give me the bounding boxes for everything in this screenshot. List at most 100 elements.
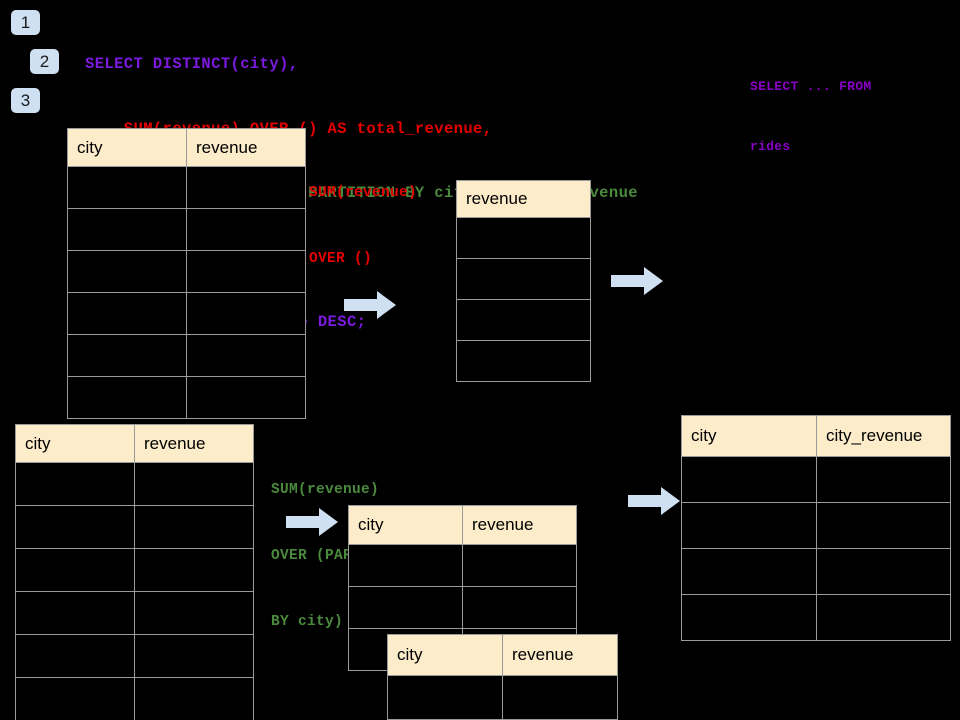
table-cell — [67, 166, 187, 209]
table-cell — [462, 586, 577, 629]
column-header-city: city — [348, 505, 463, 545]
table-row — [456, 299, 591, 341]
annotation-sum-over-empty: SUM(revenue) OVER () — [309, 138, 417, 314]
column-header-city-revenue: city_revenue — [816, 415, 951, 457]
table-cell — [134, 462, 254, 506]
table-cell — [67, 376, 187, 419]
table-row — [67, 292, 306, 335]
annotation-sum-over-empty-line-1: SUM(revenue) — [309, 185, 418, 201]
annotation-sum-over-partition-line-1: SUM(revenue) — [271, 482, 380, 498]
table-cell — [462, 544, 577, 587]
annotation-select-from: SELECT ... FROM rides — [750, 37, 872, 197]
step-badge-1: 1 — [11, 10, 40, 35]
table-body — [67, 166, 306, 419]
column-header-revenue: revenue — [456, 180, 591, 218]
column-header-city: city — [387, 634, 503, 676]
table-cell — [15, 591, 135, 635]
table-row — [681, 502, 951, 549]
table-cell — [816, 456, 951, 503]
column-header-revenue: revenue — [186, 128, 306, 167]
step-badge-2: 2 — [30, 49, 59, 74]
table-total-revenue: revenue — [456, 180, 591, 382]
table-cell — [456, 217, 591, 259]
table-cell — [816, 548, 951, 595]
table-cell — [15, 548, 135, 592]
table-cell — [186, 292, 306, 335]
table-cell — [186, 166, 306, 209]
table-final-result: city city_revenue — [681, 415, 951, 641]
table-row — [15, 677, 254, 720]
table-row — [681, 548, 951, 595]
arrow-partition-source-to-groups-icon — [286, 508, 338, 536]
column-header-city: city — [67, 128, 187, 167]
table-row — [67, 376, 306, 419]
table-cell — [15, 505, 135, 549]
table-cell — [186, 334, 306, 377]
table-header-row: city revenue — [348, 505, 577, 545]
annotation-sum-over-empty-line-2: OVER () — [309, 251, 373, 267]
table-cell — [67, 250, 187, 293]
table-cell — [134, 505, 254, 549]
column-header-revenue: revenue — [462, 505, 577, 545]
sql-line-1: SELECT DISTINCT(city), — [85, 55, 299, 73]
table-row — [15, 591, 254, 635]
table-cell — [67, 334, 187, 377]
table-cell — [348, 586, 463, 629]
table-row — [681, 594, 951, 641]
table-row — [348, 544, 577, 587]
table-rides-source: city revenue — [67, 128, 306, 419]
table-row — [456, 258, 591, 300]
annotation-select-from-line-2: rides — [750, 139, 791, 154]
table-body — [15, 462, 254, 720]
table-cell — [186, 208, 306, 251]
table-row — [67, 208, 306, 251]
table-row — [15, 634, 254, 678]
table-cell — [15, 677, 135, 720]
table-cell — [387, 675, 503, 720]
table-cell — [15, 634, 135, 678]
table-row — [387, 675, 618, 720]
table-cell — [67, 208, 187, 251]
table-body — [387, 675, 618, 720]
table-cell — [186, 250, 306, 293]
annotation-sum-over-partition-line-3: BY city) — [271, 614, 344, 630]
column-header-city: city — [681, 415, 817, 457]
column-header-city: city — [15, 424, 135, 463]
table-partition-group-b: city revenue — [387, 634, 618, 720]
table-cell — [456, 340, 591, 382]
table-cell — [15, 462, 135, 506]
column-header-revenue: revenue — [134, 424, 254, 463]
annotation-select-from-line-1: SELECT ... FROM — [750, 79, 872, 94]
table-cell — [816, 502, 951, 549]
table-row — [15, 548, 254, 592]
table-cell — [681, 548, 817, 595]
table-cell — [186, 376, 306, 419]
table-header-row: city city_revenue — [681, 415, 951, 457]
table-cell — [816, 594, 951, 641]
table-row — [15, 505, 254, 549]
table-header-row: city revenue — [67, 128, 306, 167]
table-row — [67, 166, 306, 209]
table-cell — [502, 675, 618, 720]
table-header-row: city revenue — [387, 634, 618, 676]
arrow-source-to-total-icon — [344, 291, 396, 319]
table-cell — [456, 258, 591, 300]
arrow-groups-to-final-icon — [628, 487, 680, 515]
table-cell — [681, 502, 817, 549]
arrow-total-to-right-icon — [611, 267, 663, 295]
table-row — [456, 340, 591, 382]
table-row — [681, 456, 951, 503]
table-cell — [67, 292, 187, 335]
table-cell — [681, 456, 817, 503]
table-body — [456, 217, 591, 382]
table-row — [15, 462, 254, 506]
table-cell — [348, 544, 463, 587]
table-row — [67, 334, 306, 377]
table-cell — [134, 634, 254, 678]
column-header-revenue: revenue — [502, 634, 618, 676]
table-cell — [134, 677, 254, 720]
table-cell — [134, 548, 254, 592]
table-row — [456, 217, 591, 259]
table-cell — [134, 591, 254, 635]
